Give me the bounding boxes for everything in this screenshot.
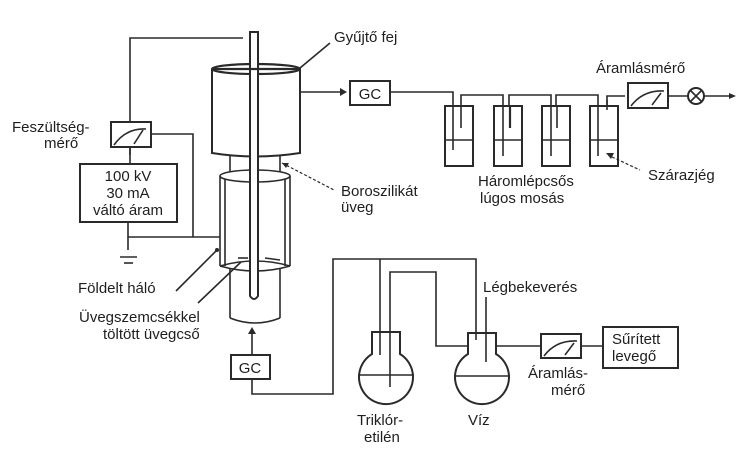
compressed-air-label-1: Sűrített	[612, 331, 661, 348]
flask-trichloroethylene	[358, 331, 414, 406]
scrubber-label-2: lúgos mosás	[480, 190, 564, 207]
power-supply-box	[79, 163, 178, 223]
grounded-mesh-leader	[175, 250, 217, 292]
grounded-mesh-pointer-icon	[215, 248, 219, 252]
borosilicate-label-2: üveg	[341, 199, 374, 216]
collector-head-label: Gyűjtő fej	[334, 29, 397, 46]
collector-head-leader	[299, 42, 331, 69]
flowmeter-top-label: Áramlásmérő	[596, 60, 685, 77]
reactor	[210, 31, 302, 324]
compressed-air-label-2: levegő	[612, 348, 656, 365]
voltmeter-label-2: mérő	[44, 135, 78, 152]
wash-bottle-3	[541, 105, 571, 167]
dry-ice-label: Szárazjég	[648, 167, 715, 184]
flowmeter-outlet-icon	[627, 82, 669, 109]
ground-symbol-icon	[120, 256, 137, 264]
air-mixing-label: Légbekeverés	[483, 279, 577, 296]
gc-bottom-box	[230, 354, 271, 380]
valve-icon	[687, 87, 705, 105]
scrubber-label-1: Háromlépcsős	[478, 173, 574, 190]
central-electrode	[249, 31, 259, 300]
dry-ice-trap	[589, 100, 619, 167]
voltmeter-label-1: Feszültség-	[12, 119, 90, 136]
inlet-arrow-icon	[248, 327, 256, 334]
glass-tube-label-2: töltött üvegcső	[103, 326, 200, 343]
glass-tube-leader	[197, 261, 242, 304]
glass-tube-label-1: Üvegszemcsékkel	[79, 308, 200, 326]
dry-ice-arrow-icon	[606, 153, 614, 159]
flask-water	[454, 332, 510, 406]
gc-top-box	[349, 80, 391, 106]
borosilicate-label-1: Boroszilikát	[341, 183, 419, 200]
flowmeter-inlet-icon	[540, 333, 582, 359]
electrical-wiring	[127, 37, 243, 250]
power-type: váltó áram	[93, 202, 163, 219]
gc-bottom-label: GC	[239, 360, 262, 377]
voltmeter-icon	[110, 121, 152, 148]
exhaust-arrow-icon	[729, 93, 736, 99]
tce-label-1: Triklór-	[357, 412, 403, 429]
power-current: 30 mA	[106, 185, 149, 202]
flowmeter-bottom-label-1: Áramlás-	[528, 365, 588, 382]
water-label: Víz	[468, 412, 490, 429]
wash-bottle-1	[444, 105, 474, 167]
compressed-air-box	[602, 326, 679, 369]
tce-label-2: etilén	[364, 429, 400, 446]
gc-top-label: GC	[359, 86, 382, 103]
borosilicate-arrow-icon	[282, 163, 289, 168]
power-voltage: 100 kV	[105, 168, 152, 185]
grounded-mesh-label: Földelt háló	[78, 280, 156, 297]
flowmeter-bottom-label-2: mérő	[551, 382, 585, 399]
outlet-arrow-icon	[340, 88, 347, 96]
dry-ice-leader	[611, 156, 641, 171]
wash-bottle-2	[493, 105, 523, 167]
